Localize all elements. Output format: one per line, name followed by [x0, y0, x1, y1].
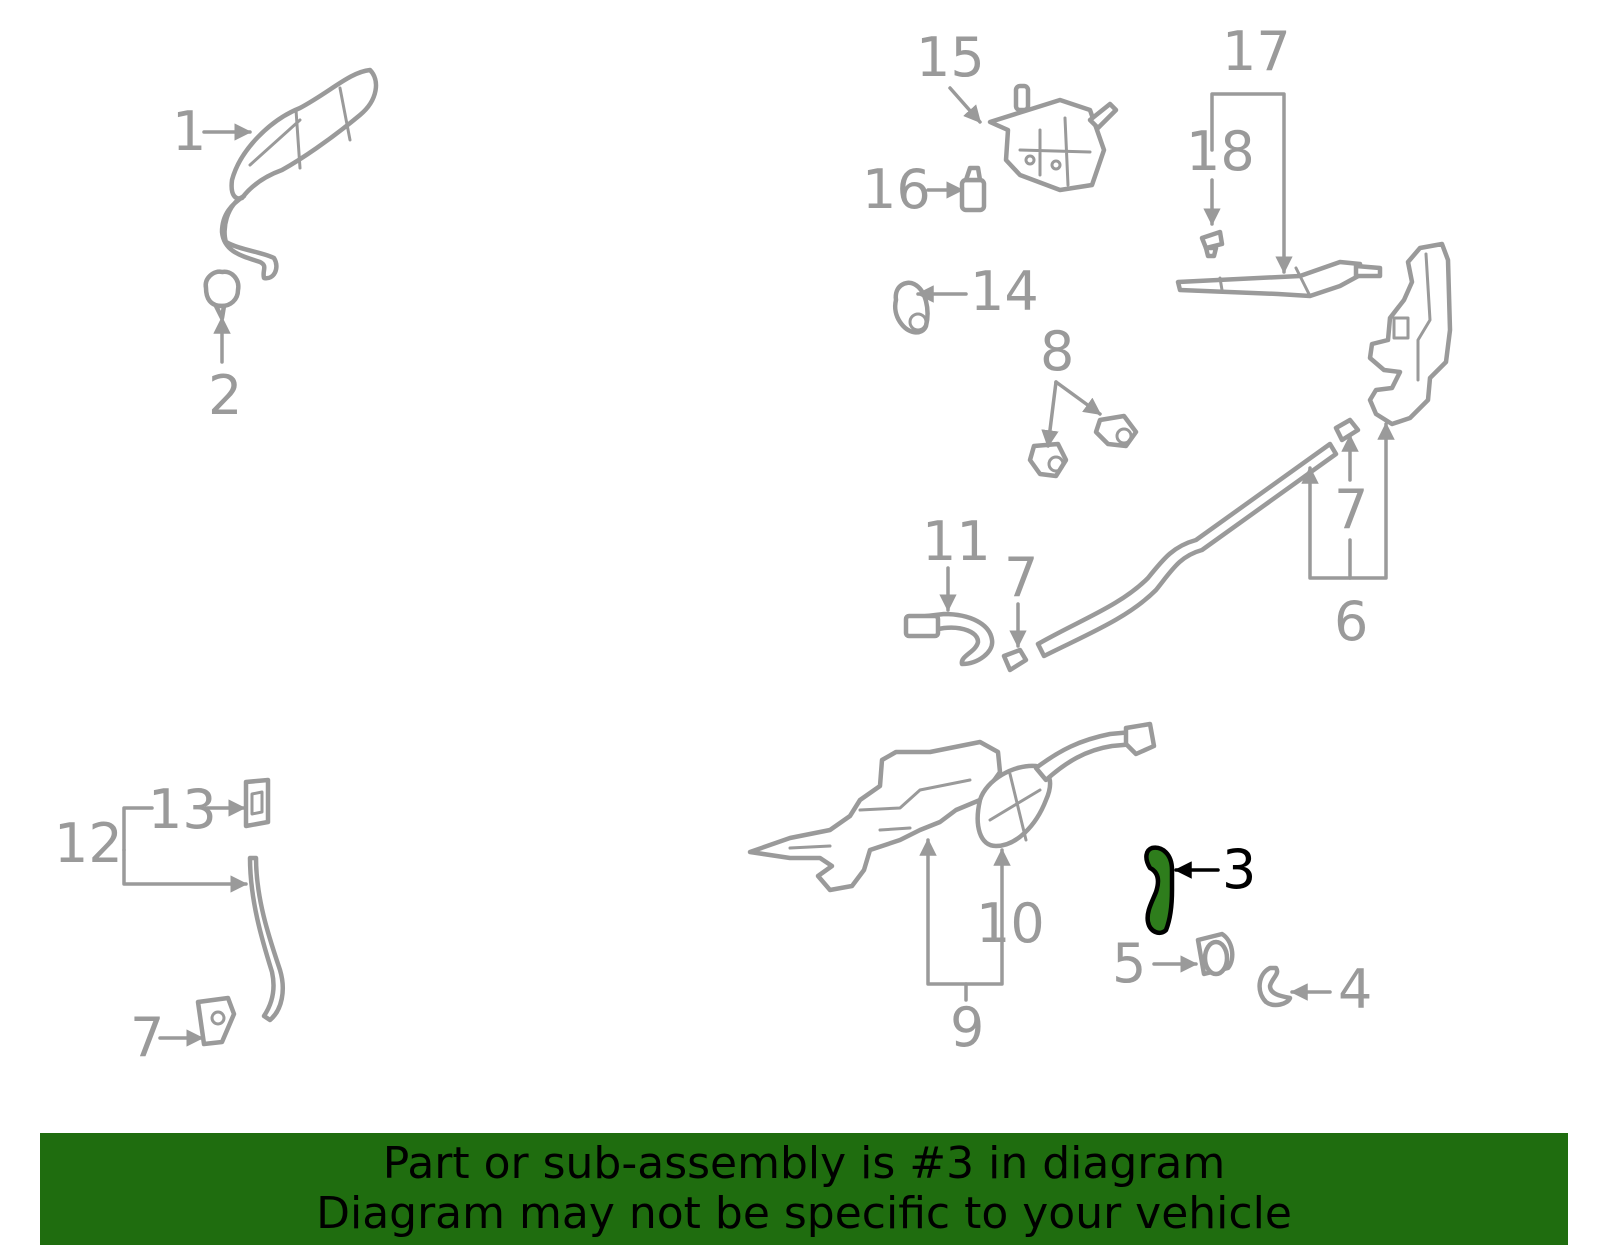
part-12-rod — [247, 855, 285, 1023]
callout-15: 15 — [916, 26, 985, 89]
part-7-bushing-lower — [195, 995, 237, 1047]
callout-4: 4 — [1338, 958, 1372, 1021]
part-13-grommet — [243, 777, 271, 829]
part-11-clip — [903, 611, 995, 667]
part-7-bushing-middle — [1001, 647, 1029, 673]
callout-11: 11 — [922, 510, 991, 573]
part-4-clip — [1257, 965, 1293, 1008]
callout-7-middle: 7 — [1004, 546, 1038, 609]
part-6-bracket — [1367, 241, 1453, 427]
part-9-latch-assembly — [747, 721, 1157, 893]
info-banner: Part or sub-assembly is #3 in diagram Di… — [40, 1133, 1568, 1245]
callout-1: 1 — [172, 100, 206, 163]
part-17-rod — [1175, 259, 1383, 299]
callout-10: 10 — [976, 892, 1045, 955]
part-16-clip — [959, 165, 987, 213]
callout-8: 8 — [1040, 320, 1074, 383]
part-5-bushing — [1195, 931, 1235, 977]
callout-3[interactable]: 3 — [1222, 838, 1256, 901]
callout-18: 18 — [1186, 120, 1255, 183]
part-2-clip — [203, 269, 241, 321]
part-18-fastener — [1199, 229, 1225, 259]
callout-labels: 1 2 3 4 5 6 7 7 7 8 9 10 11 12 13 14 15 … — [54, 20, 1372, 1069]
callout-7-lower: 7 — [130, 1006, 164, 1069]
callout-17: 17 — [1222, 20, 1291, 83]
callout-2: 2 — [208, 364, 242, 427]
callout-5: 5 — [1112, 932, 1146, 995]
part-14-clip — [892, 280, 930, 335]
callout-6: 6 — [1334, 590, 1368, 653]
part-3-highlighted[interactable] — [1144, 845, 1175, 935]
callout-7-right: 7 — [1334, 478, 1368, 541]
leader-lines — [122, 86, 1395, 1047]
part-1-outside-handle — [219, 67, 379, 281]
banner-line-1: Part or sub-assembly is #3 in diagram — [382, 1138, 1226, 1189]
callout-14: 14 — [970, 260, 1039, 323]
callout-13: 13 — [148, 778, 217, 841]
callout-12: 12 — [54, 812, 123, 875]
callout-16: 16 — [862, 158, 931, 221]
part-15-actuator — [987, 83, 1119, 193]
banner-line-2: Diagram may not be specific to your vehi… — [316, 1188, 1292, 1239]
callout-9: 9 — [950, 996, 984, 1059]
part-8-clips — [1027, 413, 1139, 479]
